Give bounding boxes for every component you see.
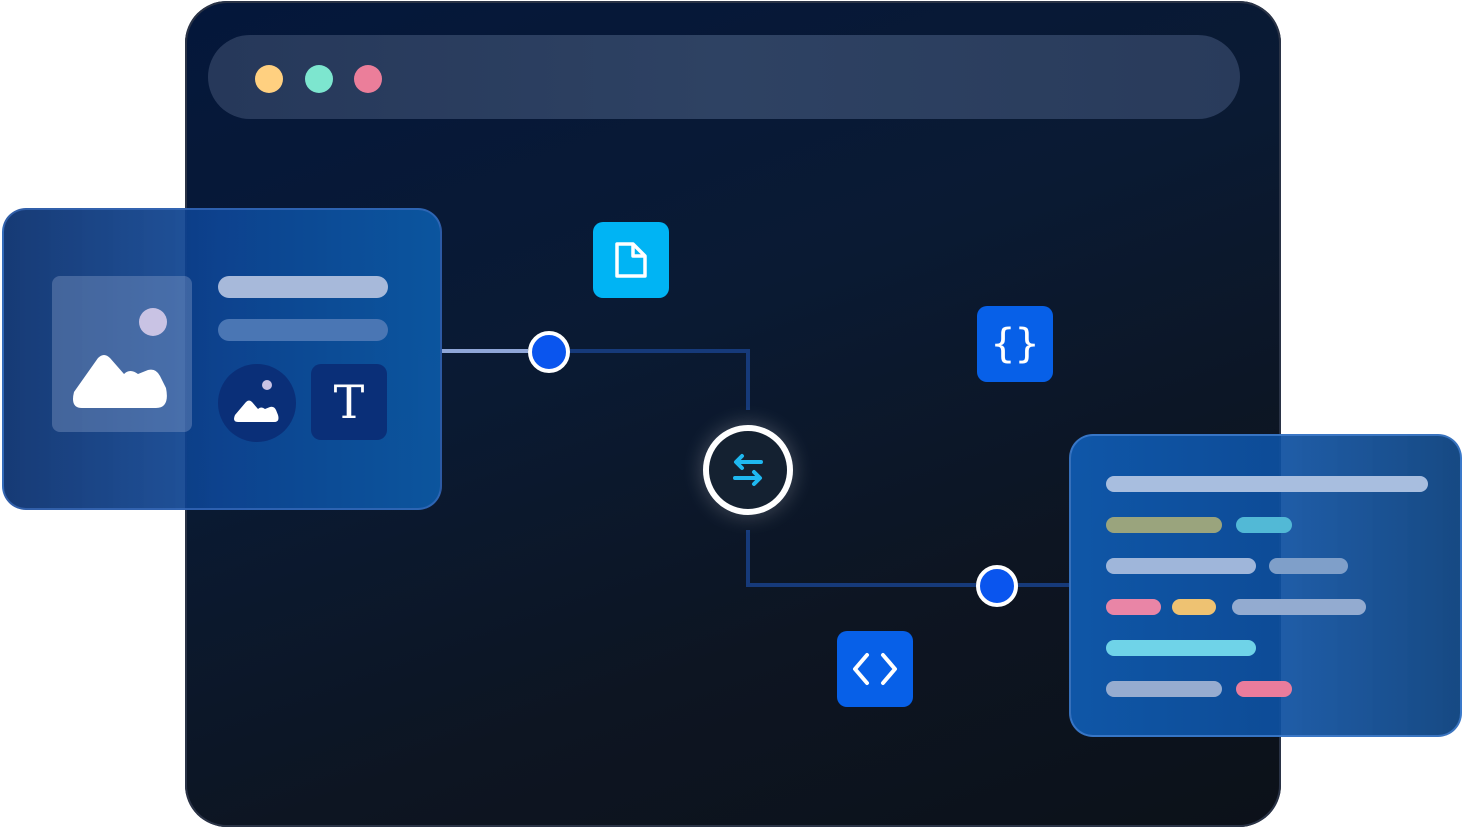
code-token [1106,640,1256,656]
file-icon [615,242,647,278]
window-control-close[interactable] [354,65,382,93]
image-placeholder [52,276,192,432]
code-token [1269,558,1348,574]
content-card: T [2,208,442,510]
text-line-1 [218,276,388,298]
title-bar [208,35,1240,119]
image-tool-button[interactable] [218,364,296,442]
code-token [1106,599,1161,615]
json-button[interactable]: {} [977,306,1053,382]
code-token [1106,558,1256,574]
sync-arrows-icon [733,454,763,486]
sync-hub[interactable] [703,425,793,515]
code-button[interactable] [837,631,913,707]
text-line-2 [218,319,388,341]
connector-node-output[interactable] [976,565,1018,607]
code-token [1106,681,1222,697]
code-token [1172,599,1216,615]
code-brackets-icon [853,653,897,685]
code-token [1236,517,1292,533]
file-button[interactable] [593,222,669,298]
json-braces-icon: {} [990,321,1040,367]
window-control-minimize[interactable] [255,65,283,93]
text-tool-label: T [333,375,365,429]
connector-node-input[interactable] [528,331,570,373]
image-mountain-icon [234,380,279,422]
code-token [1232,599,1366,615]
code-line [1106,476,1428,492]
image-mountain-icon [73,308,167,408]
text-tool-button[interactable]: T [311,364,387,440]
code-token [1236,681,1292,697]
code-card [1069,434,1462,737]
window-control-maximize[interactable] [305,65,333,93]
code-token [1106,517,1222,533]
